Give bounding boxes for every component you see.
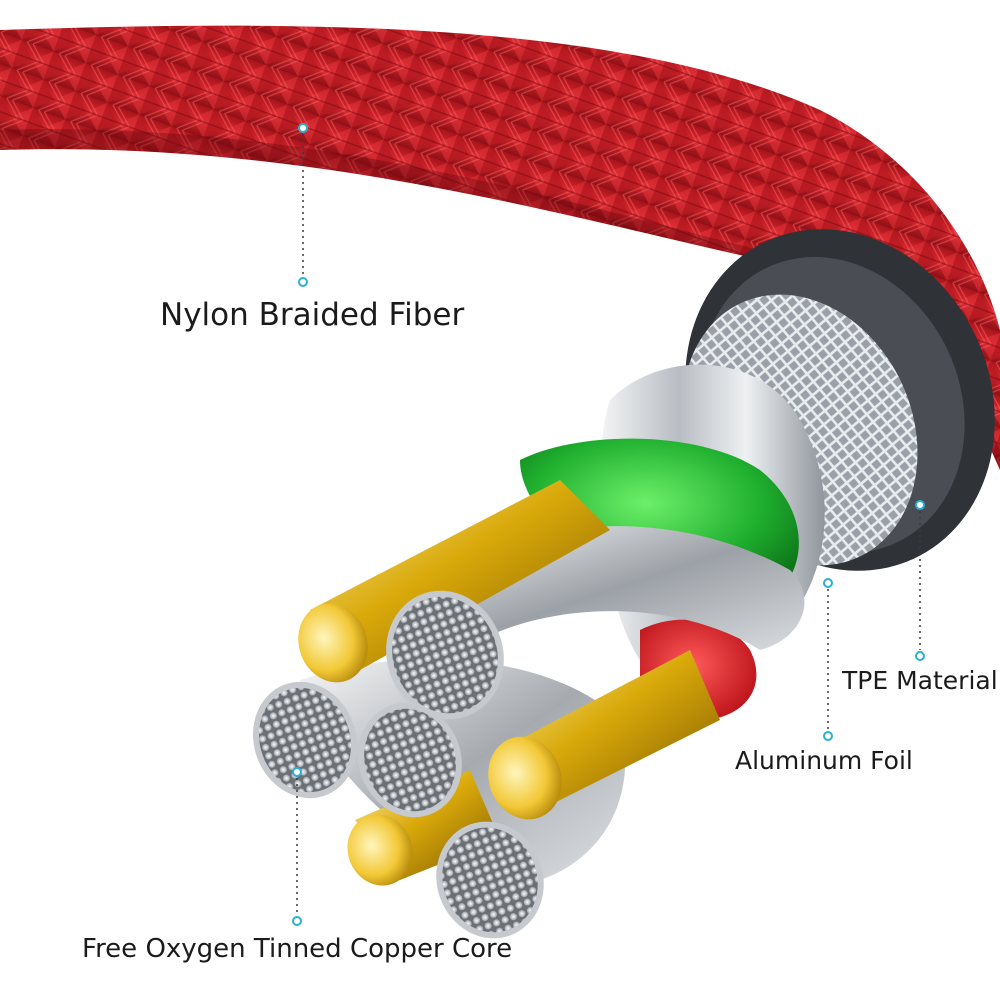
strand-bundle-left (252, 681, 358, 799)
nylon-braid-sleeve (0, 25, 1000, 470)
callout-nylon (298, 123, 308, 287)
gold-conductor-right-end (488, 736, 562, 820)
callout-tpe (915, 500, 925, 661)
label-aluminum-foil: Aluminum Foil (735, 746, 913, 775)
strand-bundle-top (386, 590, 504, 720)
gold-conductor-top-body (310, 480, 610, 670)
label-copper-core: Free Oxygen Tinned Copper Core (82, 934, 513, 964)
gold-conductor-top-end (298, 603, 368, 683)
callout-copper (292, 767, 302, 926)
strand-bundle-center (358, 702, 462, 818)
gold-conductor-bottom-end (347, 814, 413, 886)
callout-foil (823, 578, 833, 741)
braid-shading (0, 129, 1000, 470)
label-nylon-braided-fiber: Nylon Braided Fiber (160, 297, 465, 333)
strand-bundle-bottom (436, 821, 544, 939)
label-tpe-material: TPE Material (842, 666, 998, 695)
